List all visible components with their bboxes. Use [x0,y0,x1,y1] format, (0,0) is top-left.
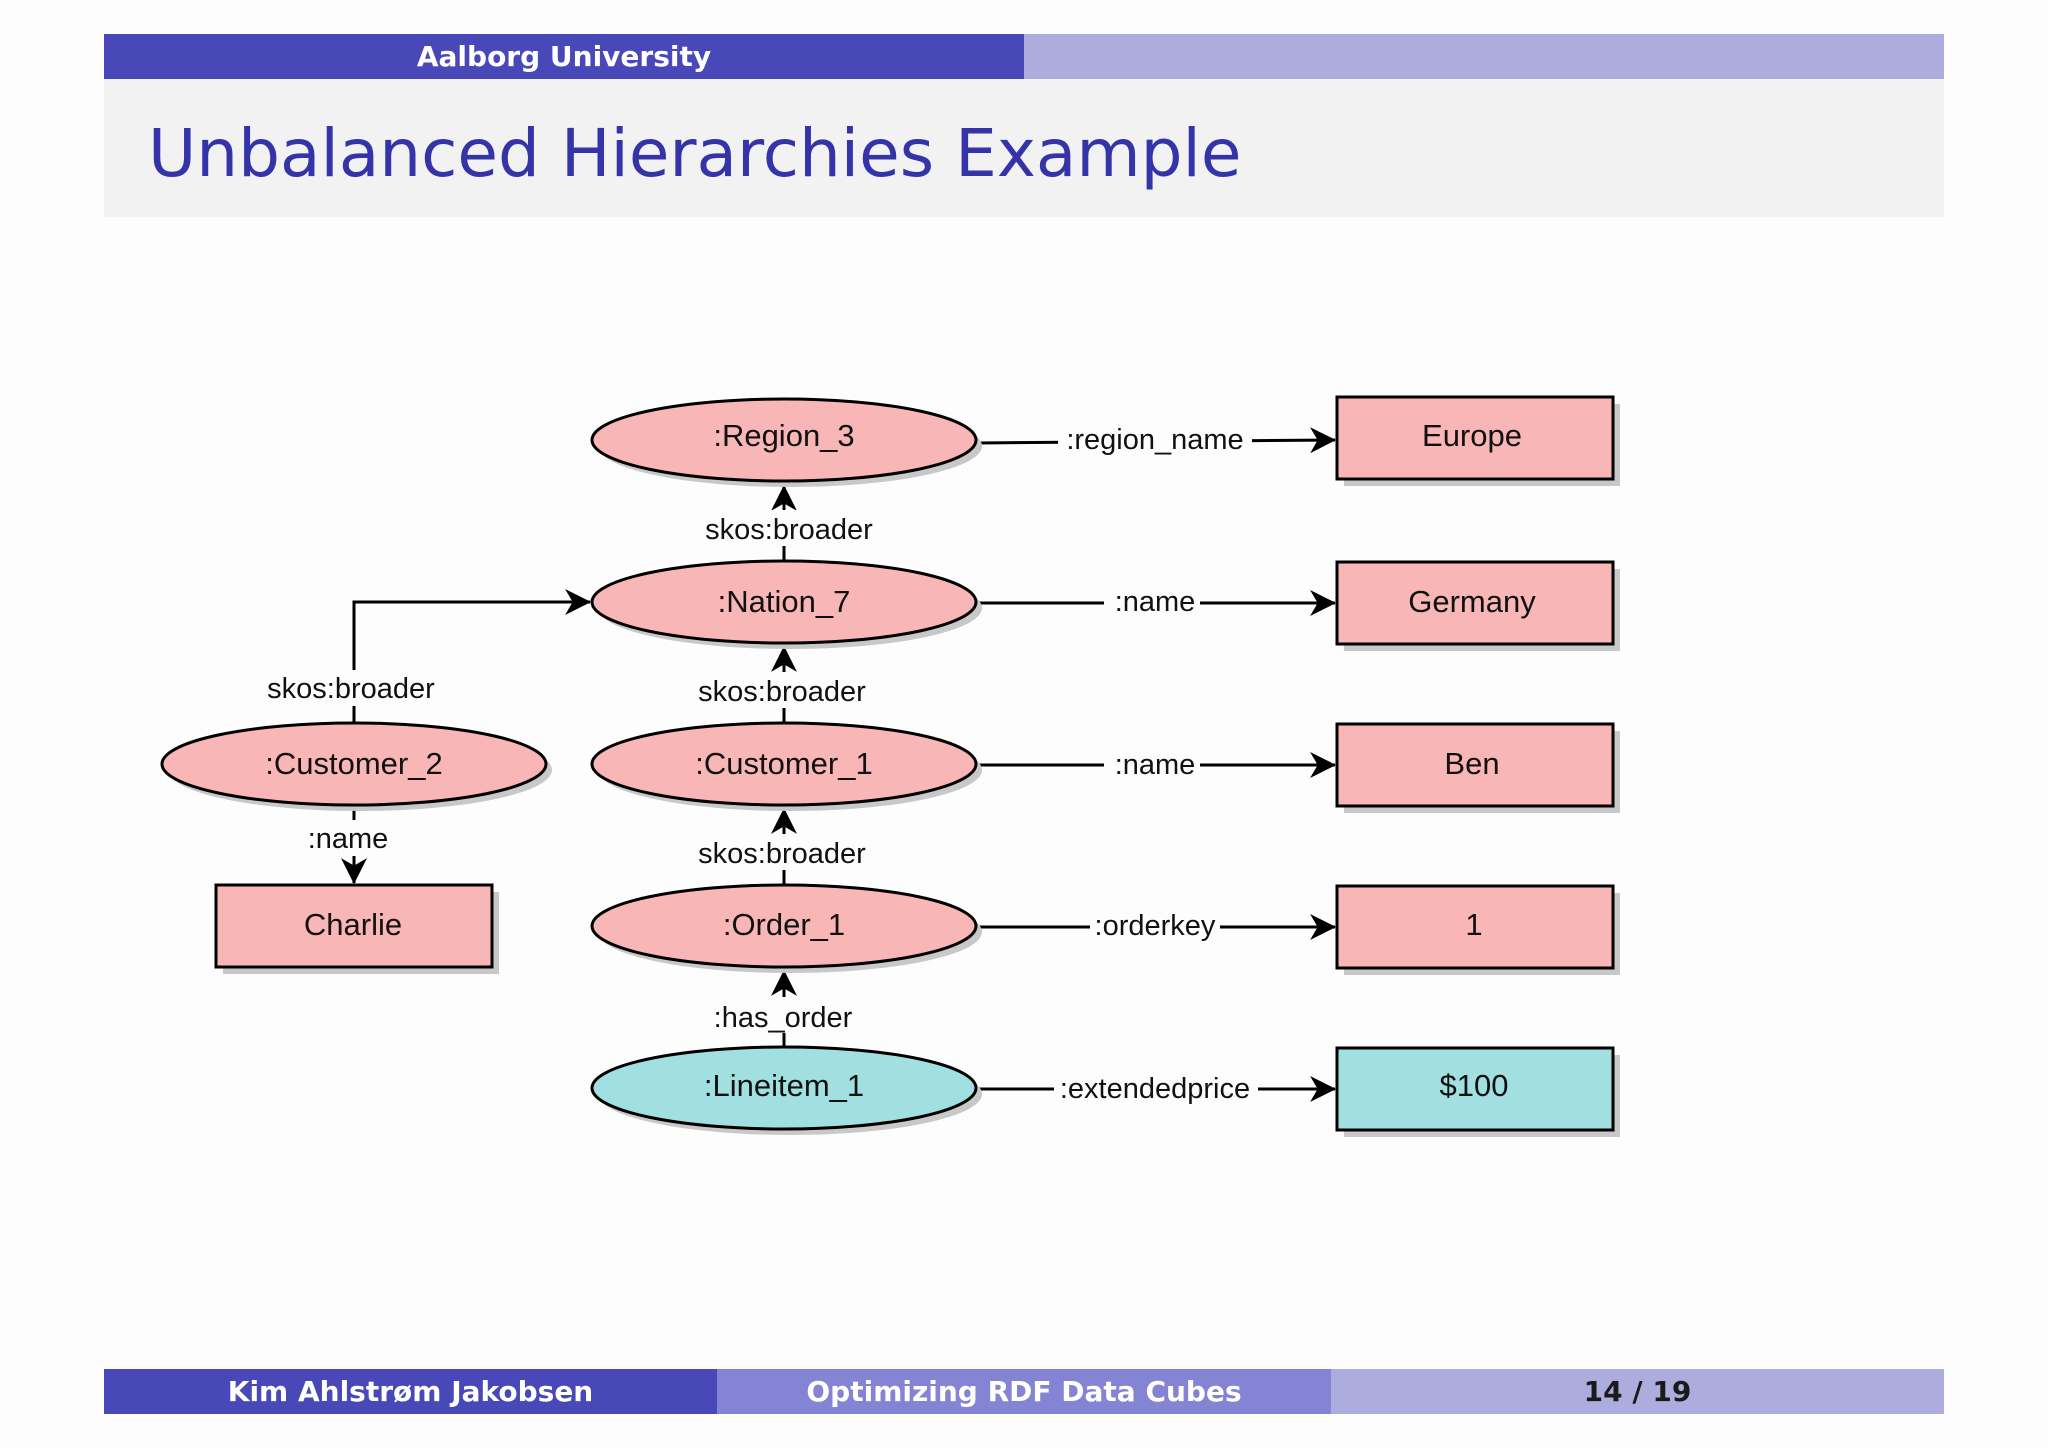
header-bar-right [1024,34,1944,79]
edge-nation-broader-label: skos:broader [705,514,873,546]
institution-label: Aalborg University [416,40,712,73]
node-nation-7: :Nation_7 [590,559,982,649]
edge-customer-1-name-label: :name [1115,749,1196,781]
edge-has-order-label: :has_order [714,1002,853,1034]
literal-charlie: Charlie [214,883,499,974]
node-customer-2: :Customer_2 [160,721,552,811]
literal-europe: Europe [1335,395,1620,486]
edge-customer-2-broader-label: skos:broader [267,673,435,705]
node-customer-1-label: :Customer_1 [695,746,872,781]
node-order-1: :Order_1 [590,883,982,973]
title-bar: Unbalanced Hierarchies Example [104,79,1944,217]
node-nation-7-label: :Nation_7 [718,584,851,619]
node-region-3: :Region_3 [590,397,982,487]
literal-ben: Ben [1335,722,1620,813]
node-region-3-label: :Region_3 [713,418,854,453]
footer-author: Kim Ahlstrøm Jakobsen [104,1369,717,1414]
literal-price: $100 [1335,1046,1620,1137]
node-customer-1: :Customer_1 [590,721,982,811]
node-order-1-label: :Order_1 [723,907,845,942]
literal-price-label: $100 [1440,1068,1509,1103]
edge-order-broader-label: skos:broader [698,838,866,870]
literal-one: 1 [1335,884,1620,975]
footer-page-number: 14 / 19 [1331,1369,1944,1414]
footer-talk-title: Optimizing RDF Data Cubes [717,1369,1331,1414]
literal-ben-label: Ben [1444,746,1499,781]
footer-bar: Kim Ahlstrøm Jakobsen Optimizing RDF Dat… [104,1369,1944,1414]
edge-region-name-label: :region_name [1066,424,1243,456]
edge-customer-2-name-label: :name [308,823,389,855]
slide-title: Unbalanced Hierarchies Example [148,115,1242,192]
header-bar: Aalborg University [104,34,1944,79]
edge-orderkey-label: :orderkey [1095,910,1216,942]
literal-one-label: 1 [1465,907,1482,942]
header-bar-left [104,34,1024,79]
node-lineitem-1-label: :Lineitem_1 [704,1068,864,1103]
node-customer-2-label: :Customer_2 [265,746,442,781]
literal-charlie-label: Charlie [304,907,402,942]
edge-extendedprice-label: :extendedprice [1060,1073,1250,1105]
edge-customer-2-broader-line [352,589,592,725]
literal-germany: Germany [1335,560,1620,651]
edge-nation-name-label: :name [1115,586,1196,618]
edge-customer-1-broader-label: skos:broader [698,676,866,708]
node-lineitem-1: :Lineitem_1 [590,1045,982,1135]
literal-europe-label: Europe [1422,418,1522,453]
literal-germany-label: Germany [1408,584,1536,619]
